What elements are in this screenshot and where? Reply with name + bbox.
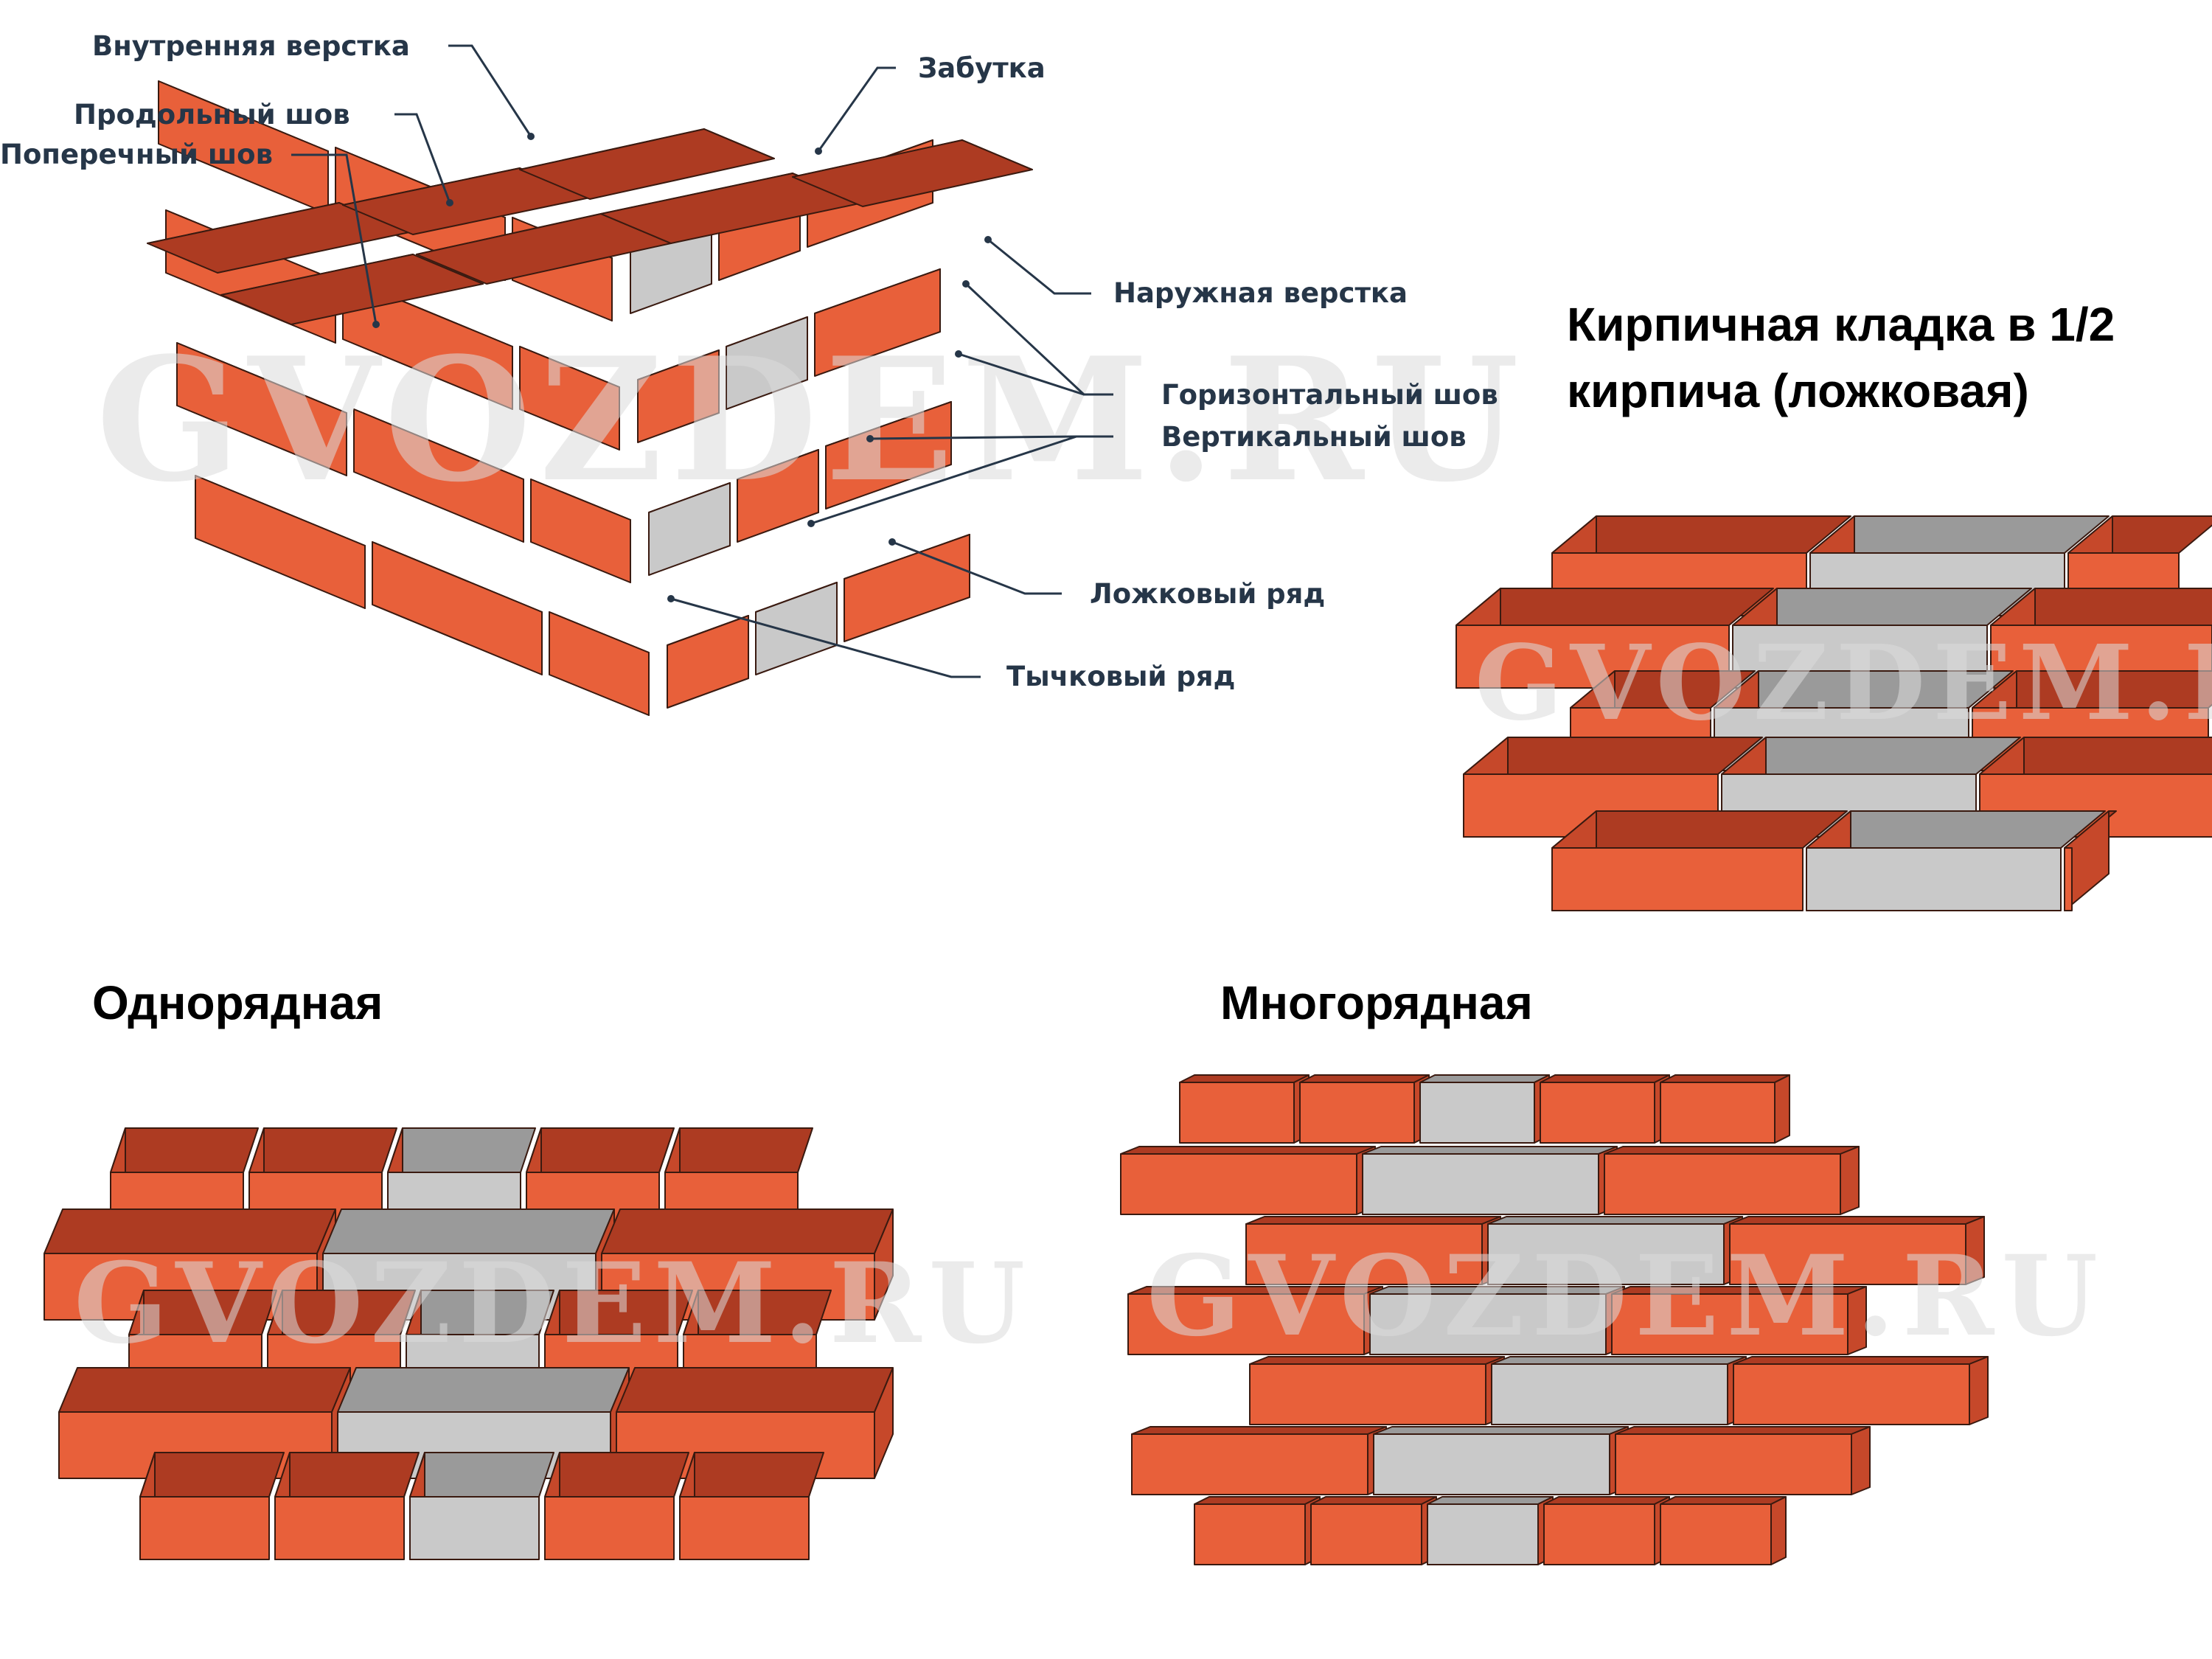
- brick: [1733, 1357, 1988, 1425]
- brick: [1311, 1497, 1436, 1565]
- watermark-single-row: GVOZDEM.RU: [74, 1239, 1032, 1368]
- brick: [1540, 1075, 1669, 1143]
- brick: [756, 582, 837, 675]
- label-outer-facing: Наружная верстка: [1113, 277, 1408, 309]
- brick-highlighted: [1492, 1357, 1746, 1425]
- brick: [1121, 1147, 1375, 1214]
- brick: [1544, 1497, 1669, 1565]
- watermark-half-brick: GVOZDEM.RU: [1475, 623, 2212, 744]
- brick: [1604, 1147, 1859, 1214]
- watermark-multi-row: GVOZDEM.RU: [1147, 1231, 2105, 1361]
- label-stretcher-course: Ложковый ряд: [1090, 578, 1325, 610]
- brick: [1250, 1357, 1504, 1425]
- brick: [1194, 1497, 1320, 1565]
- label-horizontal-joint: Горизонтальный шов: [1161, 379, 1498, 411]
- brick: [140, 1453, 284, 1559]
- label-header-course: Тычковый ряд: [1006, 661, 1235, 692]
- label-longitudinal-joint: Продольный шов: [74, 99, 350, 131]
- brick: [545, 1453, 689, 1559]
- brick-highlighted: [1420, 1075, 1549, 1143]
- brick: [680, 1453, 824, 1559]
- half-brick-title-line1: Кирпичная кладка в 1/2: [1567, 298, 2115, 351]
- multi-row-title: Многорядная: [1220, 976, 1533, 1029]
- brick-highlighted: [1374, 1427, 1628, 1495]
- watermark-main: GVOZDEM.RU: [96, 321, 1526, 520]
- label-inner-facing: Внутренняя верстка: [92, 30, 410, 62]
- label-infill: Забутка: [918, 52, 1046, 84]
- brick: [549, 612, 649, 715]
- brick: [275, 1453, 419, 1559]
- brick-highlighted: [1427, 1497, 1553, 1565]
- half-brick-title-line2: кирпича (ложковая): [1567, 364, 2029, 417]
- label-vertical-joint: Вертикальный шов: [1161, 421, 1467, 453]
- brick: [1615, 1427, 1870, 1495]
- brick: [1300, 1075, 1429, 1143]
- brick: [372, 542, 542, 675]
- brick: [1660, 1075, 1790, 1143]
- brick-highlighted: [1806, 811, 2105, 911]
- single-row-title: Однорядная: [92, 976, 383, 1029]
- label-transverse-joint: Поперечный шов: [0, 139, 273, 170]
- brick: [1660, 1497, 1786, 1565]
- brick: [1552, 811, 1847, 911]
- brick: [1132, 1427, 1386, 1495]
- brick: [844, 535, 970, 641]
- brick-highlighted: [1363, 1147, 1617, 1214]
- brick: [667, 616, 748, 708]
- brick-highlighted: [410, 1453, 554, 1559]
- brick: [1180, 1075, 1309, 1143]
